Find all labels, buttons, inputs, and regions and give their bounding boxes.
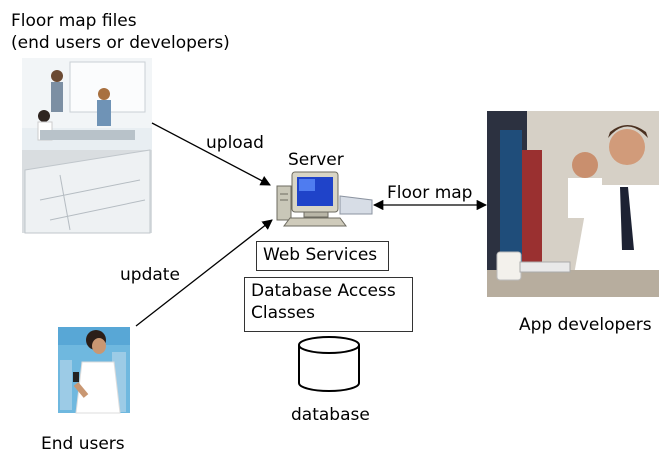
database-access-line1: Database Access xyxy=(251,281,396,301)
database-access-box: Database Access Classes xyxy=(244,277,413,332)
database-cylinder-icon xyxy=(298,336,360,392)
server-label: Server xyxy=(288,150,344,170)
floor-map-files-line1: Floor map files xyxy=(11,11,137,31)
update-arrow xyxy=(135,219,273,327)
app-developers-label: App developers xyxy=(519,315,652,335)
developers-at-computers-photo-icon xyxy=(487,111,659,297)
web-services-box: Web Services xyxy=(256,241,389,271)
upload-label: upload xyxy=(206,133,264,153)
web-services-text: Web Services xyxy=(263,245,378,265)
database-access-line2: Classes xyxy=(251,303,316,323)
office-meeting-photo-icon xyxy=(22,58,152,234)
woman-with-phone-icon xyxy=(58,327,130,414)
floor-map-files-label: Floor map files (end users or developers… xyxy=(11,10,230,54)
floor-map-label: Floor map xyxy=(387,183,473,203)
floor-map-files-line2: (end users or developers) xyxy=(11,33,230,53)
end-users-label: End users xyxy=(41,434,125,454)
desktop-computer-icon xyxy=(276,171,373,227)
upload-arrow xyxy=(151,122,271,186)
database-label: database xyxy=(291,405,370,425)
update-label: update xyxy=(120,265,180,285)
